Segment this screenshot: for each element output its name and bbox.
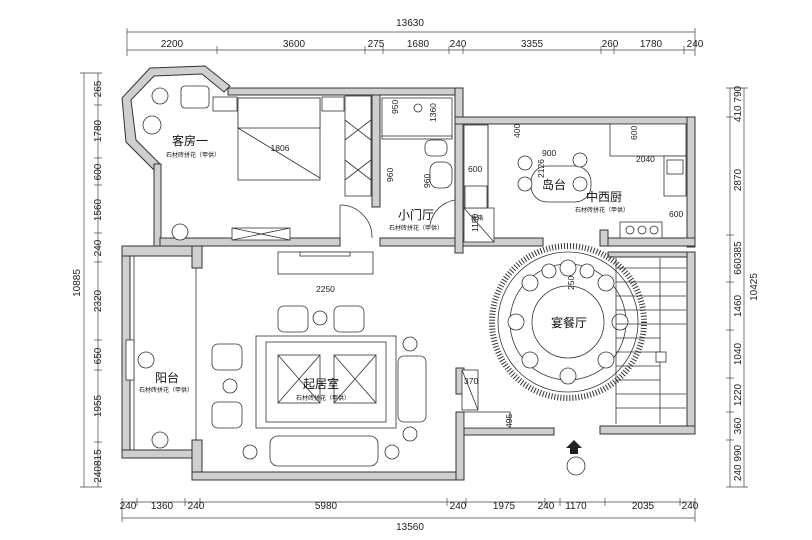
k-dim-1150: 1150 — [470, 213, 480, 232]
kitchen-furniture — [463, 123, 687, 239]
k-dim-600a: 600 — [468, 164, 482, 174]
dim-top-4: 1680 — [407, 39, 430, 50]
dim-bottom-8: 1170 — [565, 501, 587, 512]
room-label-kitchen: 中西厨 — [586, 189, 622, 204]
dim-left-9: 240815 — [93, 449, 104, 483]
floor-note-guest: 石材砖拼花（甲供） — [166, 151, 220, 159]
dim-top-7: 260 — [602, 39, 619, 50]
dim-right-2: 2870 — [733, 168, 744, 191]
dim-top-total: 13630 — [396, 18, 424, 29]
floor-note-kitchen: 石材砖拼花（甲供） — [575, 206, 629, 214]
dim-left-8: 1955 — [93, 394, 104, 417]
k-dim-2126: 2126 — [536, 159, 546, 178]
dim-bottom-9: 2035 — [632, 501, 655, 512]
dim-bottom-4: 5980 — [315, 501, 338, 512]
dim-bottom-2: 1360 — [151, 501, 174, 512]
floor-note-foyer: 石材砖拼花（甲供） — [389, 224, 443, 232]
dim-right-1: 410 790 — [733, 85, 744, 122]
tv-dim-2250: 2250 — [316, 284, 335, 294]
dim-right-6: 1220 — [733, 383, 744, 406]
dimension-lines — [80, 28, 748, 522]
dim-bottom-7: 240 — [538, 501, 555, 512]
dim-bottom-10: 240 — [682, 501, 699, 512]
dim-right-5: 1040 — [733, 342, 744, 365]
fridge-label: 冰箱 — [471, 214, 483, 222]
dining-furniture — [489, 243, 647, 401]
room-label-foyer: 小门厅 — [398, 207, 434, 222]
staircase — [615, 258, 686, 424]
dim-left-3: 600 — [93, 163, 104, 180]
room-label-balcony: 阳台 — [155, 370, 179, 385]
wc-dim-950: 950 — [390, 100, 400, 114]
dim-bottom-6: 1975 — [493, 501, 516, 512]
dim-top-8: 1780 — [640, 39, 663, 50]
dim-top-1: 2200 — [161, 39, 184, 50]
wc-dim-960a: 960 — [385, 168, 395, 182]
dim-bottom-3: 240 — [188, 501, 205, 512]
k-dim-600c: 600 — [669, 209, 683, 219]
dim-left-5: 240 — [93, 239, 104, 256]
floor-note-living: 石材砖拼花（甲供） — [296, 394, 350, 402]
dim-right-4: 1460 — [733, 294, 744, 317]
dim-bottom-1: 240 — [120, 501, 137, 512]
bed-dimension: 1806 — [271, 143, 290, 153]
k-dim-600b: 600 — [629, 126, 639, 140]
entrance-marker — [566, 440, 586, 476]
k-dim-900: 900 — [542, 148, 556, 158]
r-dim-370: 370 — [464, 376, 478, 386]
r-dim-495: 495 — [504, 414, 514, 428]
dim-top-5: 240 — [450, 39, 467, 50]
dim-left-total: 10885 — [72, 269, 83, 297]
wc-dim-1360: 1360 — [428, 103, 438, 122]
dim-right-8: 240 990 — [733, 444, 744, 481]
dim-left-7: 650 — [93, 347, 104, 364]
dim-bottom-total: 13560 — [396, 522, 424, 533]
d-dim-250: 250 — [566, 276, 576, 290]
dim-top-9: 240 — [687, 39, 704, 50]
dim-bottom-5: 240 — [450, 501, 467, 512]
dim-left-2: 1780 — [93, 119, 104, 142]
wc-dim-960b: 960 — [422, 174, 432, 188]
dim-right-total: 10425 — [749, 273, 760, 301]
walls — [121, 65, 696, 481]
balcony-furniture — [125, 255, 197, 450]
foyer-wc — [339, 97, 495, 243]
k-dim-400: 400 — [512, 124, 522, 138]
dim-right-3: 660385 — [733, 241, 744, 275]
dim-left-6: 2320 — [93, 289, 104, 312]
room-label-dining: 宴餐厅 — [551, 315, 587, 330]
k-dim-2040: 2040 — [636, 154, 655, 164]
dim-top-6: 3355 — [521, 39, 544, 50]
dim-right-7: 360 — [733, 417, 744, 434]
dim-top-3: 275 — [368, 39, 385, 50]
living-room-furniture — [211, 251, 511, 467]
floor-note-balcony: 石材砖拼花（甲供） — [139, 386, 193, 394]
dim-left-4: 1560 — [93, 198, 104, 221]
dim-top-2: 3600 — [283, 39, 306, 50]
dim-left-1: 265 — [93, 80, 104, 97]
guest-room-furniture — [142, 85, 372, 241]
room-label-guest: 客房一 — [172, 133, 208, 148]
room-label-island: 岛台 — [542, 177, 566, 192]
room-label-living: 起居室 — [303, 376, 339, 391]
